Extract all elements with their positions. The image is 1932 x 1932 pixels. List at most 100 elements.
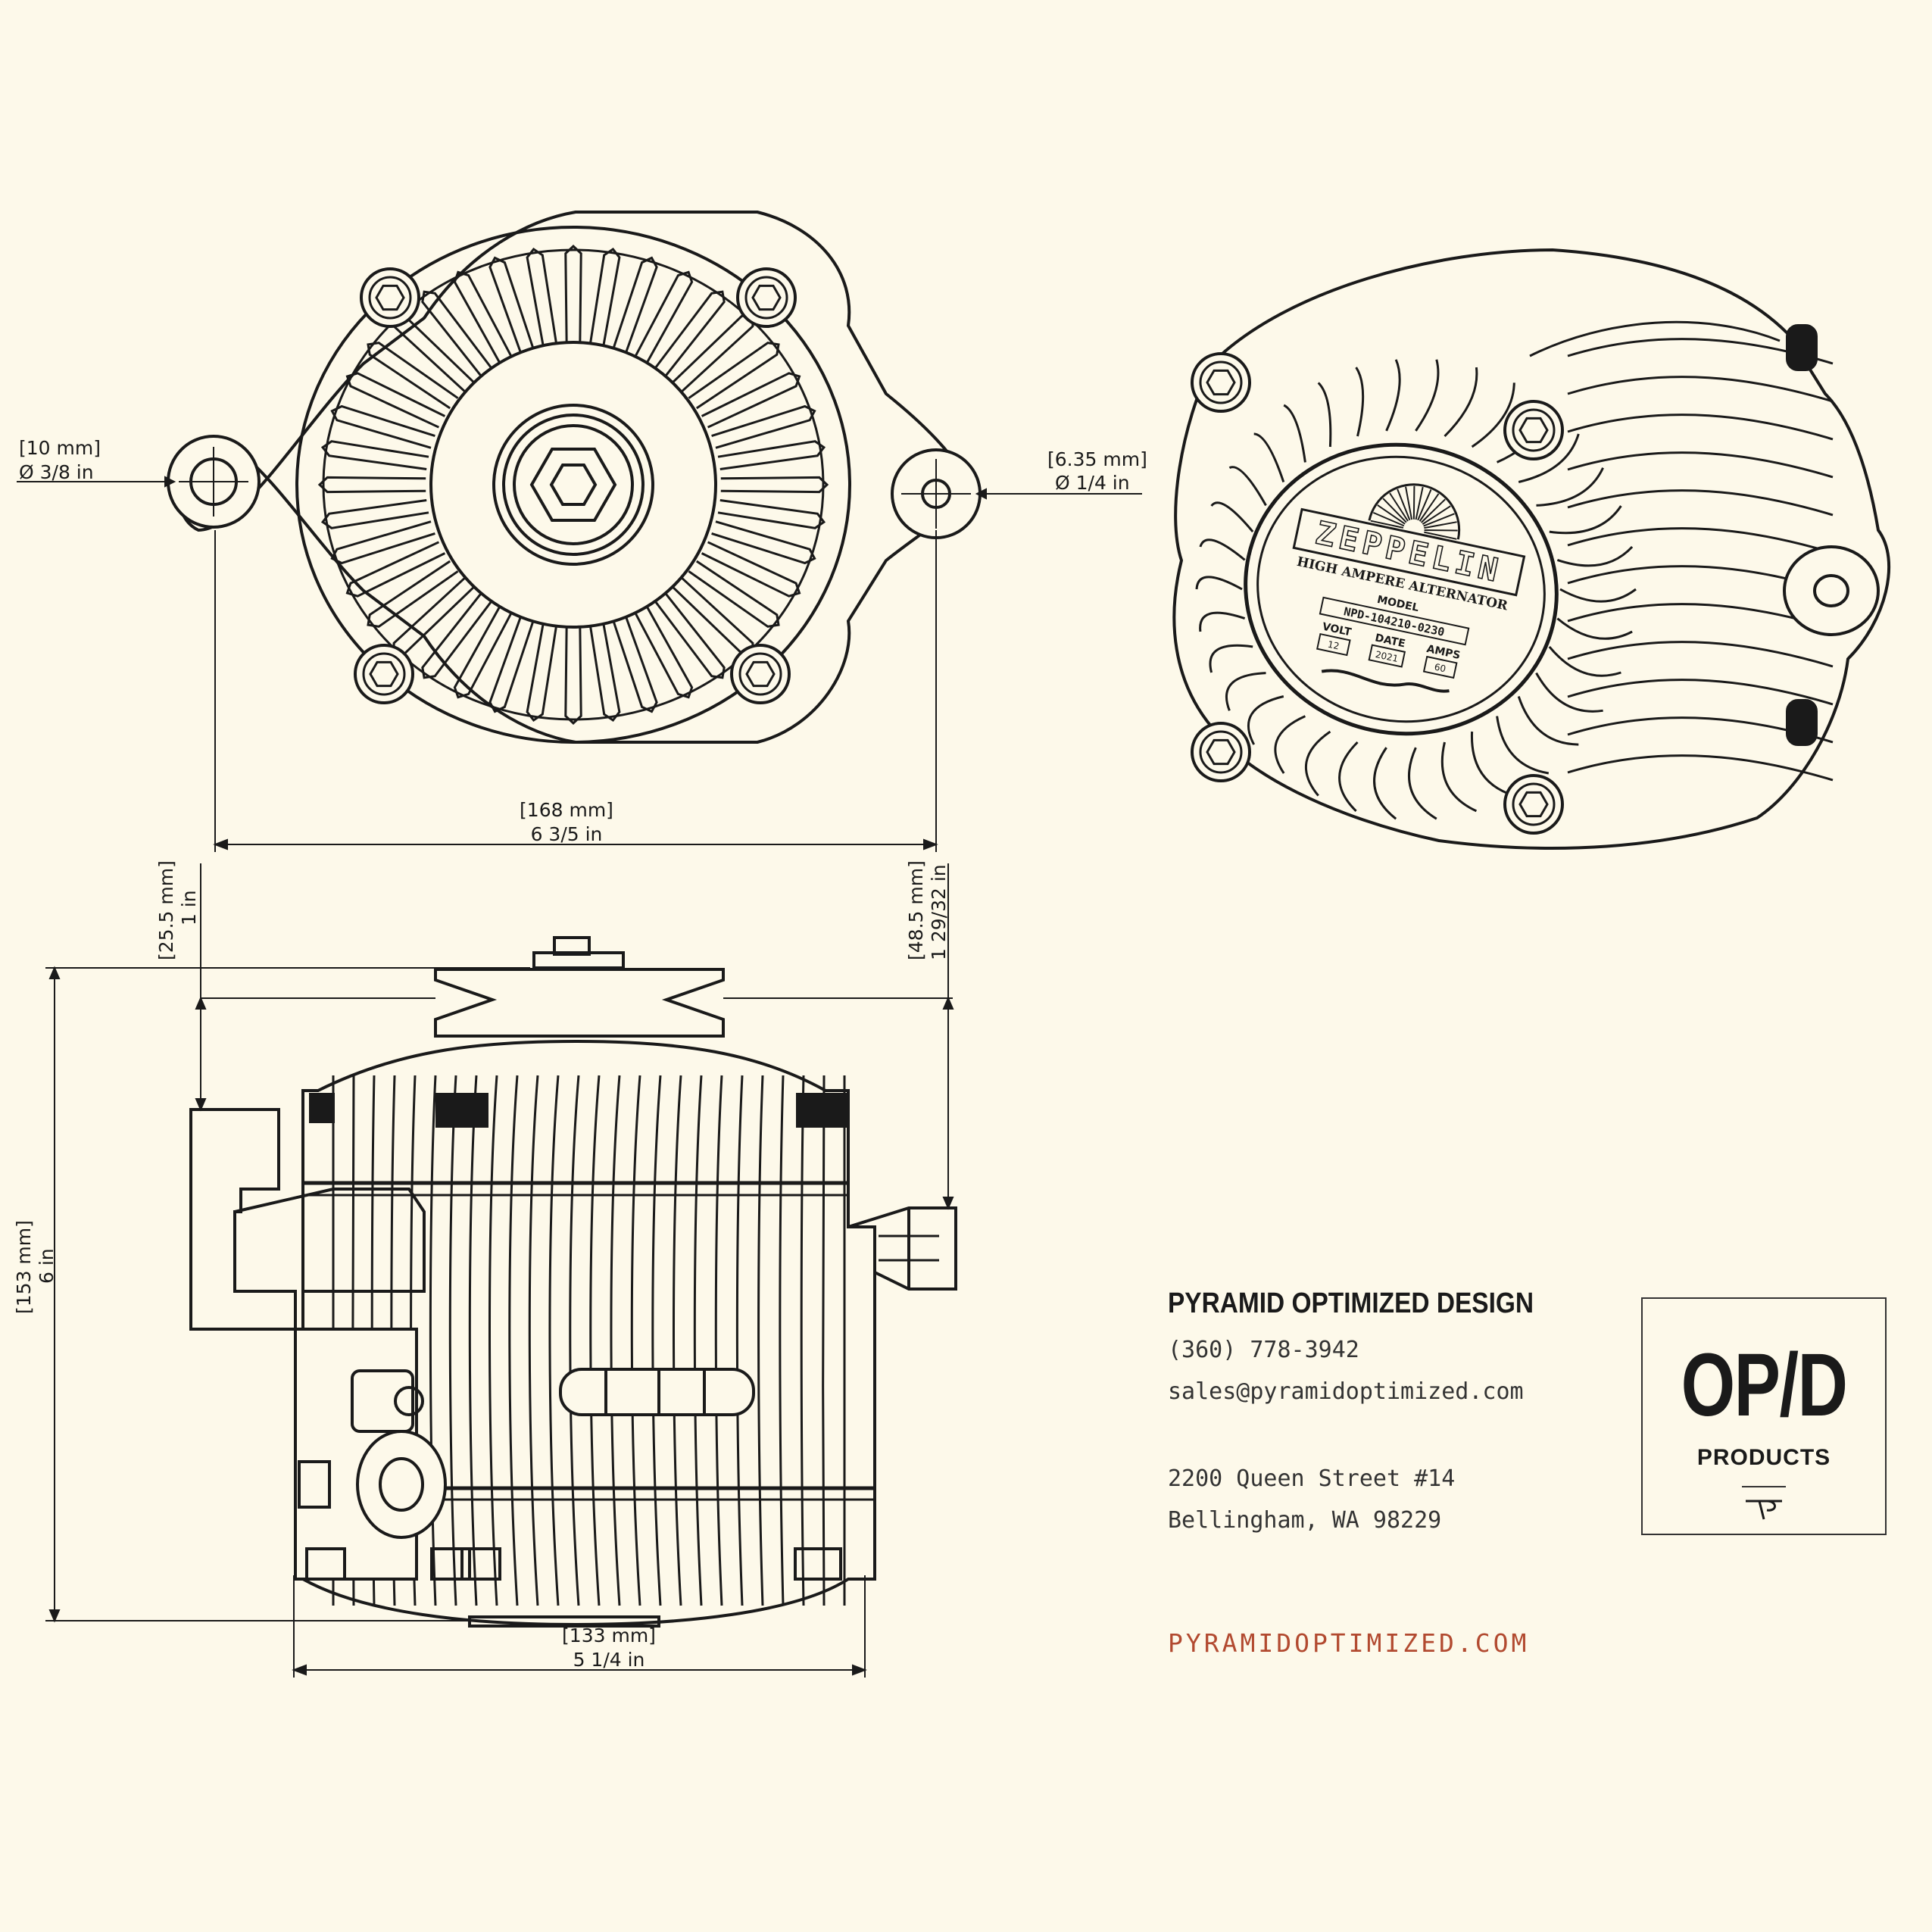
fin — [320, 499, 429, 529]
sunburst-ray — [1377, 504, 1406, 525]
sunburst-ray — [1397, 488, 1411, 521]
fin — [720, 476, 829, 494]
fin — [711, 404, 816, 449]
iso-body-outline — [1172, 248, 1891, 850]
fin — [1415, 359, 1440, 432]
sunburst-ray — [1419, 493, 1440, 522]
fin — [1471, 731, 1515, 797]
fin — [548, 1075, 560, 1606]
dim-pulley-offset-mm: [25.5 mm] — [155, 860, 177, 960]
rib — [1567, 641, 1834, 668]
fin — [717, 499, 826, 529]
dim-width-mm: [168 mm] — [520, 799, 613, 821]
rib — [1567, 527, 1834, 554]
rib — [1567, 489, 1834, 517]
fin — [610, 1075, 621, 1606]
rib — [1529, 320, 1781, 357]
sunburst-ray — [1372, 511, 1405, 527]
cooling-fins — [317, 245, 829, 725]
fin — [1228, 466, 1267, 507]
fin — [1283, 404, 1306, 463]
fin — [1385, 359, 1401, 432]
right-boss — [847, 1206, 957, 1291]
fin — [1440, 741, 1478, 813]
sunburst-ray — [1424, 521, 1457, 529]
fin — [320, 440, 429, 470]
fin — [429, 1075, 437, 1606]
fin — [633, 604, 694, 699]
fin — [688, 342, 780, 410]
nameplate: ZEPPELIN HIGH AMPERE ALTERNATOR MODEL NP… — [1244, 442, 1559, 736]
nameplate-amps-value: 60 — [1434, 662, 1447, 675]
fin — [367, 342, 459, 410]
fin — [528, 1075, 539, 1606]
fin — [1471, 382, 1515, 448]
bolt-icon — [354, 644, 414, 704]
fin — [1305, 730, 1331, 797]
bolt-icon — [736, 267, 797, 328]
side-body-outline — [301, 1039, 876, 1627]
fin — [735, 1075, 744, 1606]
fin — [367, 560, 459, 628]
bolt-icon — [1503, 774, 1564, 835]
rib — [1567, 414, 1834, 441]
company-phone[interactable]: (360) 778-3942 — [1168, 1337, 1359, 1363]
fin — [1199, 611, 1246, 632]
fin — [1536, 467, 1604, 507]
rib — [1567, 451, 1834, 479]
fin — [688, 560, 780, 628]
fin — [345, 372, 446, 429]
sunburst-ray — [1422, 505, 1451, 525]
logo-subtitle: PRODUCTS — [1696, 1445, 1831, 1470]
fin — [526, 247, 558, 349]
fin — [822, 1075, 826, 1606]
dim-body-width-mm: [133 mm] — [562, 1625, 656, 1646]
fin — [633, 270, 694, 365]
fin — [330, 404, 435, 449]
dim-height-mm: [153 mm] — [13, 1220, 35, 1314]
fin — [611, 256, 658, 355]
fin — [1444, 367, 1478, 438]
center-slot — [559, 1368, 755, 1416]
fin — [488, 1075, 498, 1606]
fin — [1373, 747, 1397, 820]
company-website-link[interactable]: PYRAMIDOPTIMIZED.COM — [1168, 1628, 1530, 1658]
front-view — [167, 211, 982, 744]
bolt-icon — [1191, 352, 1251, 413]
address-line-1: 2200 Queen Street #14 — [1168, 1465, 1456, 1492]
fin — [508, 1075, 519, 1606]
sunburst-ray — [1424, 531, 1457, 540]
fin — [630, 1075, 641, 1606]
fin — [1210, 501, 1254, 533]
fin — [701, 541, 801, 598]
sunburst-ray — [1389, 492, 1409, 522]
sunburst-ray — [1415, 486, 1424, 520]
nameplate-volt-label: VOLT — [1321, 621, 1353, 639]
fin — [654, 592, 726, 679]
dim-right-mount-mm: [6.35 mm] — [1047, 448, 1147, 470]
fin — [1559, 588, 1637, 603]
dim-right-mount-in: Ø 1/4 in — [1055, 472, 1130, 494]
rib — [1567, 679, 1834, 706]
sunburst-ray — [1412, 485, 1415, 520]
logo-mark-text: OP/D — [1681, 1335, 1848, 1435]
fin — [1253, 432, 1285, 482]
fin — [1195, 576, 1243, 591]
fin — [1408, 747, 1437, 820]
dim-body-width-in: 5 1/4 in — [573, 1649, 645, 1671]
fin — [564, 245, 582, 346]
bolt-icon — [730, 644, 791, 704]
rib — [1567, 754, 1834, 782]
rear-mount-ear — [1783, 545, 1880, 636]
fin — [421, 290, 493, 377]
fin — [453, 270, 513, 365]
company-email[interactable]: sales@pyramidoptimized.com — [1168, 1378, 1524, 1405]
fin — [779, 1075, 785, 1606]
fin — [488, 256, 535, 355]
fin — [1225, 672, 1266, 711]
dimension-annotations: [10 mm] Ø 3/8 in [6.35 mm] Ø 1/4 in [168… — [13, 437, 1147, 1678]
sunburst-ray — [1370, 520, 1404, 529]
fin — [448, 1075, 457, 1606]
fin — [651, 1075, 662, 1606]
